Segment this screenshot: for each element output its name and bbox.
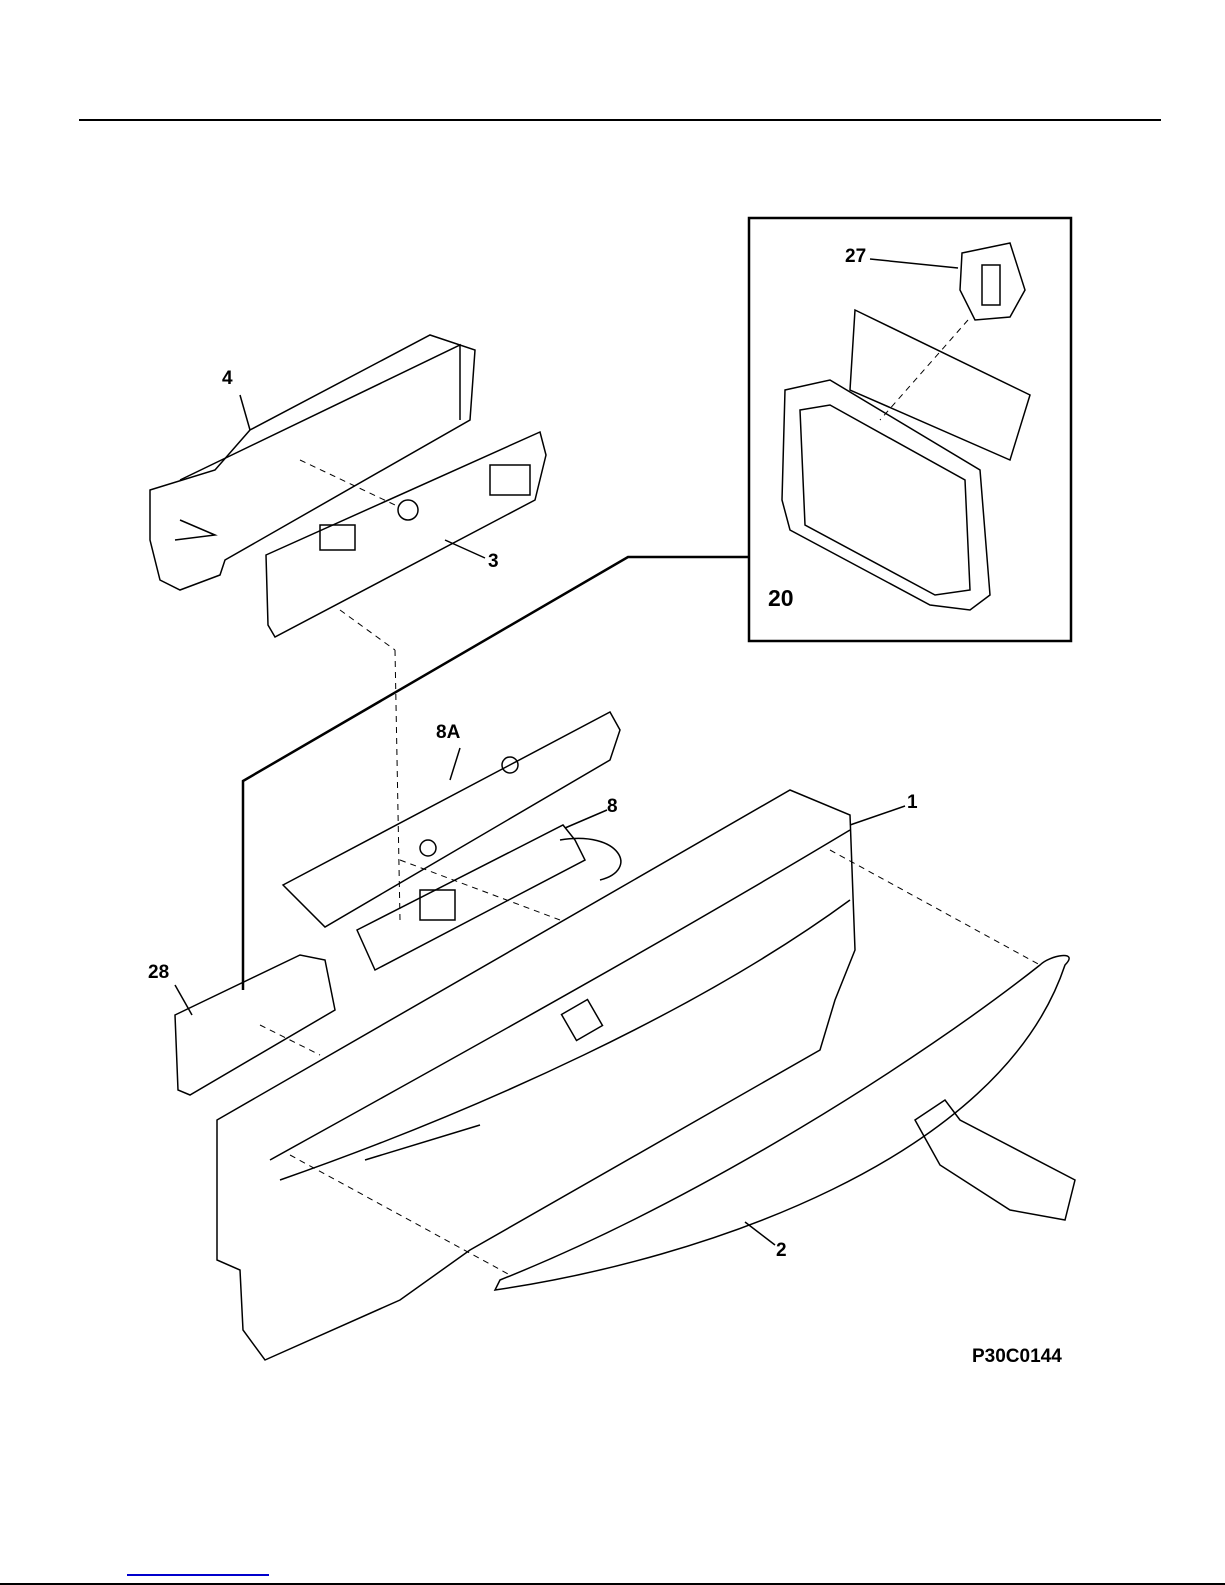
leader-8a xyxy=(449,747,461,781)
figure-code: P30C0144 xyxy=(972,1346,1062,1367)
leader-4 xyxy=(239,394,251,431)
footer-rule xyxy=(0,1583,1225,1585)
leader-1 xyxy=(849,805,906,826)
header-rule xyxy=(79,119,1161,121)
callout-8: 8 xyxy=(607,796,618,817)
callout-27: 27 xyxy=(845,246,867,267)
callout-1: 1 xyxy=(907,792,918,813)
leader-3 xyxy=(444,539,486,559)
callout-3: 3 xyxy=(488,551,499,572)
leader-28 xyxy=(174,984,193,1016)
inset-box xyxy=(747,216,1073,643)
callout-4: 4 xyxy=(222,368,233,389)
assembly-guide-lines xyxy=(259,319,1041,1276)
part-28-end-cap xyxy=(174,954,336,1096)
part-27-switch xyxy=(959,242,1026,321)
part-4-housing xyxy=(149,334,476,591)
leader-2 xyxy=(744,1221,776,1246)
part-8-board-with-ribbon xyxy=(356,824,622,972)
callout-28: 28 xyxy=(148,962,170,983)
callout-20: 20 xyxy=(768,585,794,611)
leader-27 xyxy=(869,258,959,269)
part-8a-bracket xyxy=(281,710,621,928)
callout-8a: 8A xyxy=(436,722,461,743)
part-1-control-console xyxy=(216,789,856,1361)
inset-connector-line xyxy=(241,555,749,990)
part-20-dispenser xyxy=(781,308,1031,611)
part-3-control-board xyxy=(265,430,547,638)
part-2-overlay xyxy=(493,954,1076,1291)
link-underline[interactable] xyxy=(127,1574,269,1576)
leader-8 xyxy=(564,809,608,829)
callout-2: 2 xyxy=(776,1240,787,1261)
